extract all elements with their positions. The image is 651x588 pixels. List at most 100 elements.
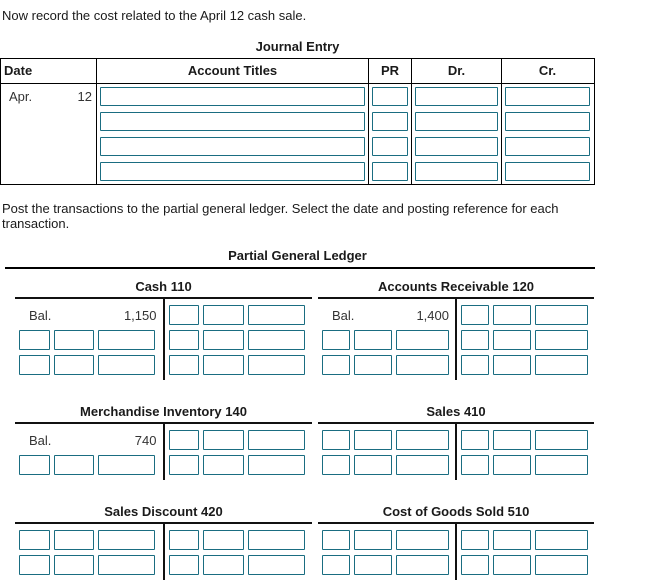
ledger-amount-input[interactable]	[534, 430, 588, 451]
ledger-posting-ref-input[interactable]	[493, 555, 531, 576]
ledger-posting-ref-input[interactable]	[203, 305, 244, 326]
ledger-amount-input[interactable]	[534, 455, 588, 476]
ledger-amount-input[interactable]	[395, 430, 449, 451]
ledger-date-input[interactable]	[461, 355, 490, 376]
ledger-posting-ref-input[interactable]	[493, 305, 531, 326]
journal-cr-input[interactable]	[505, 86, 590, 106]
ledger-date-input[interactable]	[168, 430, 200, 451]
ledger-date-input[interactable]	[168, 455, 200, 476]
ledger-date-input[interactable]	[168, 330, 200, 351]
ledger-posting-ref-input[interactable]	[354, 555, 392, 576]
ledger-amount-input[interactable]	[98, 455, 156, 476]
ledger-date-input[interactable]	[322, 555, 351, 576]
ledger-date-input[interactable]	[19, 455, 50, 476]
ledger-date-input[interactable]	[322, 455, 351, 476]
ledger-amount-input[interactable]	[98, 555, 156, 576]
ledger-date-input[interactable]	[168, 355, 200, 376]
taccount-credit-side	[457, 524, 594, 580]
ledger-amount-input[interactable]	[247, 455, 305, 476]
ledger-amount-input[interactable]	[395, 555, 449, 576]
instruction-post: Post the transactions to the partial gen…	[2, 200, 559, 232]
ledger-date-input[interactable]	[19, 355, 50, 376]
taccount-body: Bal.1,400	[318, 296, 594, 380]
ledger-amount-input[interactable]	[534, 305, 588, 326]
ledger-posting-ref-input[interactable]	[354, 355, 392, 376]
ledger-posting-ref-input[interactable]	[354, 330, 392, 351]
ledger-date-input[interactable]	[322, 330, 351, 351]
ledger-date-input[interactable]	[168, 555, 200, 576]
journal-entry-title: Journal Entry	[255, 38, 340, 54]
ledger-date-input[interactable]	[461, 305, 490, 326]
ledger-posting-ref-input[interactable]	[203, 530, 244, 551]
journal-cr-input[interactable]	[505, 111, 590, 131]
ledger-posting-ref-input[interactable]	[203, 330, 244, 351]
ledger-amount-input[interactable]	[534, 555, 588, 576]
ledger-date-input[interactable]	[19, 530, 50, 551]
ledger-posting-ref-input[interactable]	[203, 555, 244, 576]
journal-pr-input[interactable]	[372, 111, 408, 131]
journal-pr-input[interactable]	[372, 136, 408, 156]
ledger-date-input[interactable]	[168, 530, 200, 551]
ledger-date-input[interactable]	[322, 430, 351, 451]
journal-account-titles-input[interactable]	[100, 86, 365, 106]
ledger-posting-ref-input[interactable]	[493, 355, 531, 376]
ledger-posting-ref-input[interactable]	[53, 455, 95, 476]
ledger-amount-input[interactable]	[98, 330, 156, 351]
ledger-posting-ref-input[interactable]	[203, 355, 244, 376]
ledger-posting-ref-input[interactable]	[493, 430, 531, 451]
ledger-amount-input[interactable]	[98, 355, 156, 376]
ledger-posting-ref-input[interactable]	[493, 455, 531, 476]
ledger-posting-ref-input[interactable]	[53, 330, 95, 351]
ledger-amount-input[interactable]	[247, 355, 305, 376]
ledger-amount-input[interactable]	[395, 330, 449, 351]
ledger-posting-ref-input[interactable]	[53, 555, 95, 576]
journal-dr-input[interactable]	[415, 161, 498, 181]
ledger-amount-input[interactable]	[247, 530, 305, 551]
ledger-date-input[interactable]	[461, 430, 490, 451]
ledger-posting-ref-input[interactable]	[203, 455, 244, 476]
ledger-amount-input[interactable]	[534, 330, 588, 351]
ledger-posting-ref-input[interactable]	[493, 530, 531, 551]
ledger-posting-ref-input[interactable]	[493, 330, 531, 351]
taccount-input-row	[459, 453, 592, 478]
journal-cr-input[interactable]	[505, 136, 590, 156]
ledger-amount-input[interactable]	[247, 330, 305, 351]
journal-account-titles-input[interactable]	[100, 136, 365, 156]
ledger-amount-input[interactable]	[395, 530, 449, 551]
ledger-date-input[interactable]	[461, 555, 490, 576]
ledger-amount-input[interactable]	[98, 530, 156, 551]
journal-pr-input[interactable]	[372, 161, 408, 181]
ledger-posting-ref-input[interactable]	[53, 530, 95, 551]
journal-pr-input[interactable]	[372, 86, 408, 106]
ledger-date-input[interactable]	[461, 455, 490, 476]
ledger-amount-input[interactable]	[534, 355, 588, 376]
ledger-date-input[interactable]	[461, 530, 490, 551]
journal-header-pr: PR	[369, 58, 412, 83]
ledger-posting-ref-input[interactable]	[354, 455, 392, 476]
ledger-amount-input[interactable]	[247, 305, 305, 326]
ledger-amount-input[interactable]	[534, 530, 588, 551]
journal-account-titles-input[interactable]	[100, 111, 365, 131]
ledger-amount-input[interactable]	[247, 555, 305, 576]
journal-dr-input[interactable]	[415, 111, 498, 131]
ledger-posting-ref-input[interactable]	[354, 530, 392, 551]
taccount-credit-side	[165, 299, 313, 380]
ledger-date-input[interactable]	[322, 355, 351, 376]
journal-dr-input[interactable]	[415, 86, 498, 106]
ledger-amount-input[interactable]	[395, 355, 449, 376]
ledger-posting-ref-input[interactable]	[354, 430, 392, 451]
ledger-date-input[interactable]	[19, 555, 50, 576]
ledger-amount-input[interactable]	[247, 430, 305, 451]
ledger-date-input[interactable]	[461, 330, 490, 351]
ledger-date-input[interactable]	[168, 305, 200, 326]
ledger-posting-ref-input[interactable]	[53, 355, 95, 376]
journal-dr-input[interactable]	[415, 136, 498, 156]
ledger-date-input[interactable]	[322, 530, 351, 551]
ledger-date-input[interactable]	[19, 330, 50, 351]
journal-date-cell	[1, 158, 97, 184]
ledger-amount-input[interactable]	[395, 455, 449, 476]
ledger-posting-ref-input[interactable]	[203, 430, 244, 451]
journal-cr-input[interactable]	[505, 161, 590, 181]
journal-account-titles-input[interactable]	[100, 161, 365, 181]
taccount-title: Cost of Goods Sold 510	[382, 503, 530, 519]
